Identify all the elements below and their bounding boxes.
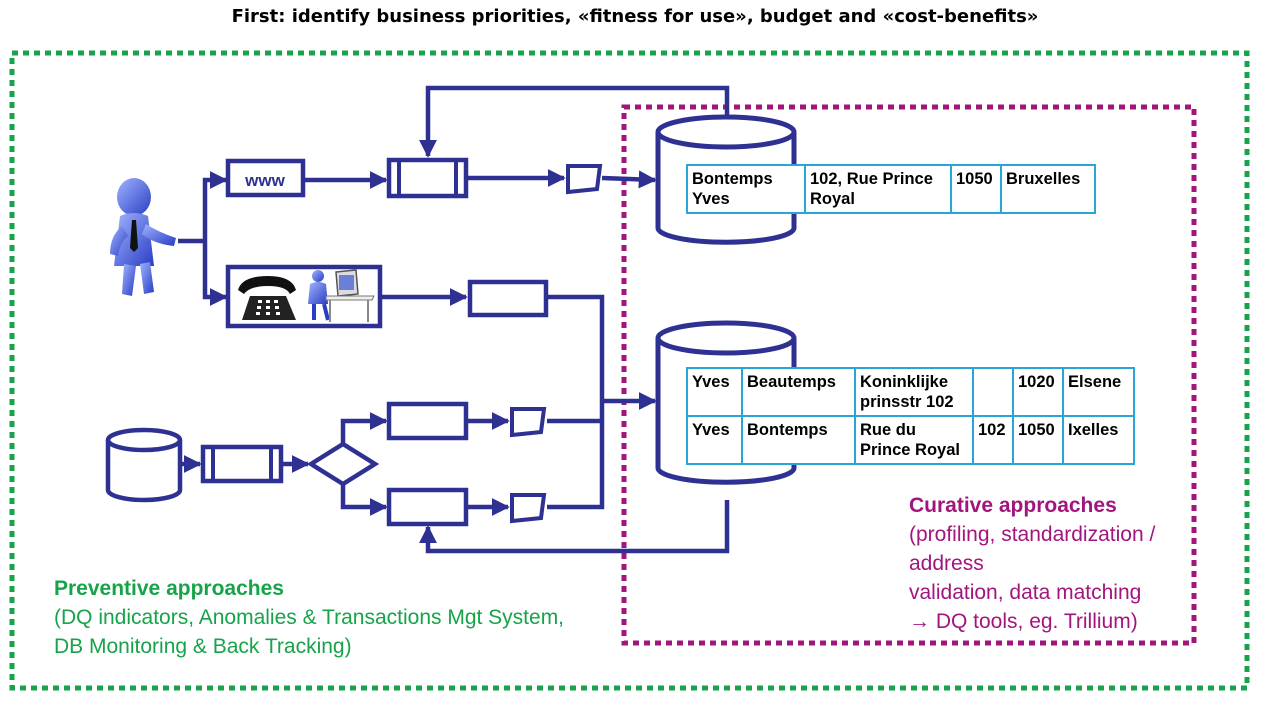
table-cell: Ixelles [1062, 415, 1135, 465]
db-bottom-table: Yves Beautemps Koninklijke prinsstr 102 … [686, 367, 1135, 465]
preventive-description: (DQ indicators, Anomalies & Transactions… [54, 606, 565, 658]
flow-doc-to-db-top [601, 170, 657, 189]
operator-at-computer-icon [308, 269, 375, 322]
document-icon [566, 164, 603, 195]
table-cell: Yves [686, 415, 743, 465]
web-channel-label: www [244, 171, 285, 190]
table-cell: Beautemps [741, 367, 856, 417]
table-row: Yves Beautemps Koninklijke prinsstr 102 … [686, 367, 1135, 417]
phone-process-box [467, 279, 549, 318]
process-queue-icon [200, 444, 284, 484]
diagram-title: First: identify business priorities, «fi… [231, 6, 1039, 27]
table-cell: 1020 [1012, 367, 1064, 417]
flow-doc-lower-merge [547, 401, 605, 510]
telephone-icon [238, 276, 296, 320]
curative-boundary [621, 104, 1197, 646]
decision-diamond-icon [306, 441, 380, 487]
curative-description-line1: (profiling, standardization / address [909, 523, 1156, 575]
table-cell [972, 367, 1014, 417]
person-icon [110, 178, 176, 296]
database-icon [105, 427, 183, 503]
table-cell: 102, Rue Prince Royal [804, 164, 952, 214]
table-cell: Rue du Prince Royal [854, 415, 974, 465]
preventive-boundary [9, 50, 1250, 691]
preventive-legend: Preventive approaches (DQ indicators, An… [54, 574, 594, 661]
flow-decision-upper [340, 412, 388, 444]
curative-description-line2: validation, data matching [909, 581, 1142, 604]
table-cell: 1050 [1012, 415, 1064, 465]
table-cell: Bontemps [741, 415, 856, 465]
upper-process-box [386, 401, 469, 441]
lower-process-box [386, 487, 469, 527]
table-cell: Bontemps Yves [686, 164, 806, 214]
document-icon [510, 493, 547, 524]
flow-feedback-top [419, 85, 730, 158]
table-cell: Elsene [1062, 367, 1135, 417]
curative-description-line3: → DQ tools, eg. Trillium) [909, 610, 1138, 633]
table-cell: Yves [686, 367, 743, 417]
flow-to-web [202, 171, 228, 241]
curative-legend: Curative approaches (profiling, standard… [909, 491, 1199, 636]
flow-to-phone [202, 241, 228, 306]
web-channel-box [225, 158, 306, 198]
flow-decision-lower [340, 484, 388, 516]
table-cell: 1050 [950, 164, 1002, 214]
flow-box-to-merge [548, 294, 605, 401]
preventive-title: Preventive approaches [54, 577, 284, 600]
table-cell: Koninklijke prinsstr 102 [854, 367, 974, 417]
table-cell: 102 [972, 415, 1014, 465]
table-row: Yves Bontemps Rue du Prince Royal 102 10… [686, 415, 1135, 465]
table-row: Bontemps Yves 102, Rue Prince Royal 1050… [686, 164, 1096, 214]
document-icon [510, 407, 547, 438]
curative-title: Curative approaches [909, 494, 1117, 517]
table-cell: Bruxelles [1000, 164, 1096, 214]
db-top-table: Bontemps Yves 102, Rue Prince Royal 1050… [686, 164, 1096, 214]
process-queue-icon [386, 157, 469, 199]
flow-feedback-bottom [419, 500, 730, 554]
